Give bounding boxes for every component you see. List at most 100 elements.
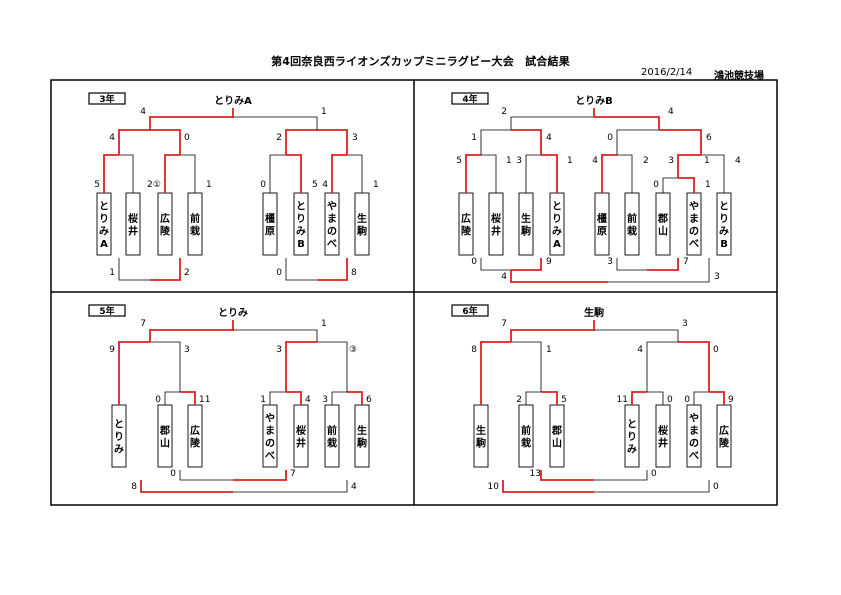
score-label: 8 — [131, 482, 137, 492]
score-label: 0 — [471, 257, 477, 267]
score-label: 4 — [546, 133, 552, 143]
team-name: 広 — [190, 424, 200, 437]
winner-line — [594, 116, 660, 130]
score-label: 1 — [206, 180, 212, 190]
bracket-line — [179, 470, 233, 481]
winner-line — [118, 129, 150, 155]
division-label-box — [88, 304, 126, 317]
score-label: 2 — [501, 107, 507, 117]
team-name: と — [114, 419, 124, 431]
team-name: 陵 — [160, 224, 171, 237]
bracket-line — [119, 154, 134, 193]
winner-line — [678, 341, 710, 392]
bracket-line — [481, 154, 497, 193]
score-label: 3 — [184, 345, 190, 355]
bracket-line — [594, 329, 679, 342]
bracket-line — [150, 341, 181, 392]
score-label: 2 — [276, 133, 282, 143]
champion-name: とりみA — [214, 95, 252, 107]
score-label: 6 — [706, 133, 712, 143]
team-name: 陵 — [190, 436, 201, 449]
team-name: み — [552, 225, 562, 237]
score-label: 5 — [456, 156, 462, 166]
team-name: み — [719, 225, 729, 237]
winner-line — [285, 129, 317, 155]
team-name: み — [114, 444, 124, 456]
team-name: 山 — [658, 224, 668, 237]
score-label: 10 — [488, 482, 500, 492]
winner-line — [631, 391, 647, 405]
bracket-line — [317, 341, 348, 392]
winner-line — [149, 320, 234, 342]
team-name: 生 — [357, 424, 367, 437]
score-label: 3 — [516, 156, 522, 166]
winner-line — [510, 270, 608, 283]
team-name: べ — [689, 450, 699, 462]
score-label: 9 — [109, 345, 115, 355]
score-label: 4 — [637, 345, 643, 355]
score-label: 5 — [561, 395, 567, 405]
team-name: 前 — [190, 212, 200, 225]
team-name: 駒 — [520, 224, 531, 237]
bracket-line — [233, 116, 318, 130]
score-label: 2 — [184, 268, 190, 278]
team-name: B — [720, 239, 728, 250]
team-name: り — [99, 213, 109, 225]
team-name: り — [296, 213, 306, 225]
team-name: や — [689, 200, 699, 212]
team-name: 陵 — [719, 436, 730, 449]
winner-line — [510, 320, 595, 342]
score-label: 0 — [713, 345, 719, 355]
team-name: ま — [327, 213, 337, 225]
team-name: 栽 — [190, 224, 200, 237]
bracket-line — [480, 258, 511, 271]
winner-line — [677, 154, 701, 178]
team-name: 桜 — [491, 212, 501, 225]
team-name: 広 — [160, 212, 170, 225]
bracket-line — [662, 177, 678, 193]
team-name: 前 — [521, 424, 531, 437]
winner-line — [180, 391, 196, 405]
bracket-line — [331, 391, 347, 405]
team-name: べ — [327, 238, 337, 250]
team-name: の — [689, 226, 699, 237]
score-label: 8 — [351, 268, 357, 278]
winner-line — [347, 391, 363, 405]
score-label: 0 — [653, 180, 659, 190]
team-name: と — [719, 200, 729, 212]
score-label: 2 — [147, 180, 153, 190]
score-label: 0 — [276, 268, 282, 278]
score-label: 2 — [643, 156, 649, 166]
team-name: 郡 — [159, 425, 170, 437]
team-name: や — [327, 200, 337, 212]
winner-line — [149, 108, 234, 130]
score-label: 0 — [713, 482, 719, 492]
team-name: や — [689, 412, 699, 424]
team-name: 郡 — [551, 425, 562, 437]
team-name: 原 — [265, 225, 275, 237]
team-name: り — [114, 431, 124, 443]
score-label: 6 — [366, 395, 372, 405]
team-name: り — [552, 213, 562, 225]
winner-line — [601, 154, 617, 193]
score-label: 3 — [352, 133, 358, 143]
team-name: 前 — [327, 424, 337, 437]
bracket-line — [608, 258, 710, 283]
score-label: 4 — [322, 180, 328, 190]
score-label: 4 — [501, 272, 507, 282]
winner-line — [480, 341, 511, 405]
team-name: り — [627, 431, 637, 443]
winner-line — [541, 391, 558, 405]
score-label: 3 — [322, 395, 328, 405]
score-label: 1 — [260, 395, 266, 405]
team-name: 栽 — [521, 436, 531, 449]
winner-line — [164, 154, 180, 193]
bracket-line — [594, 480, 710, 493]
event-venue: 鴻池競技場 — [714, 71, 764, 82]
score-label: 3 — [682, 319, 688, 329]
bracket-line — [525, 154, 541, 193]
team-name: の — [327, 226, 337, 237]
division-label-box — [451, 92, 489, 105]
score-label: 0 — [607, 133, 613, 143]
